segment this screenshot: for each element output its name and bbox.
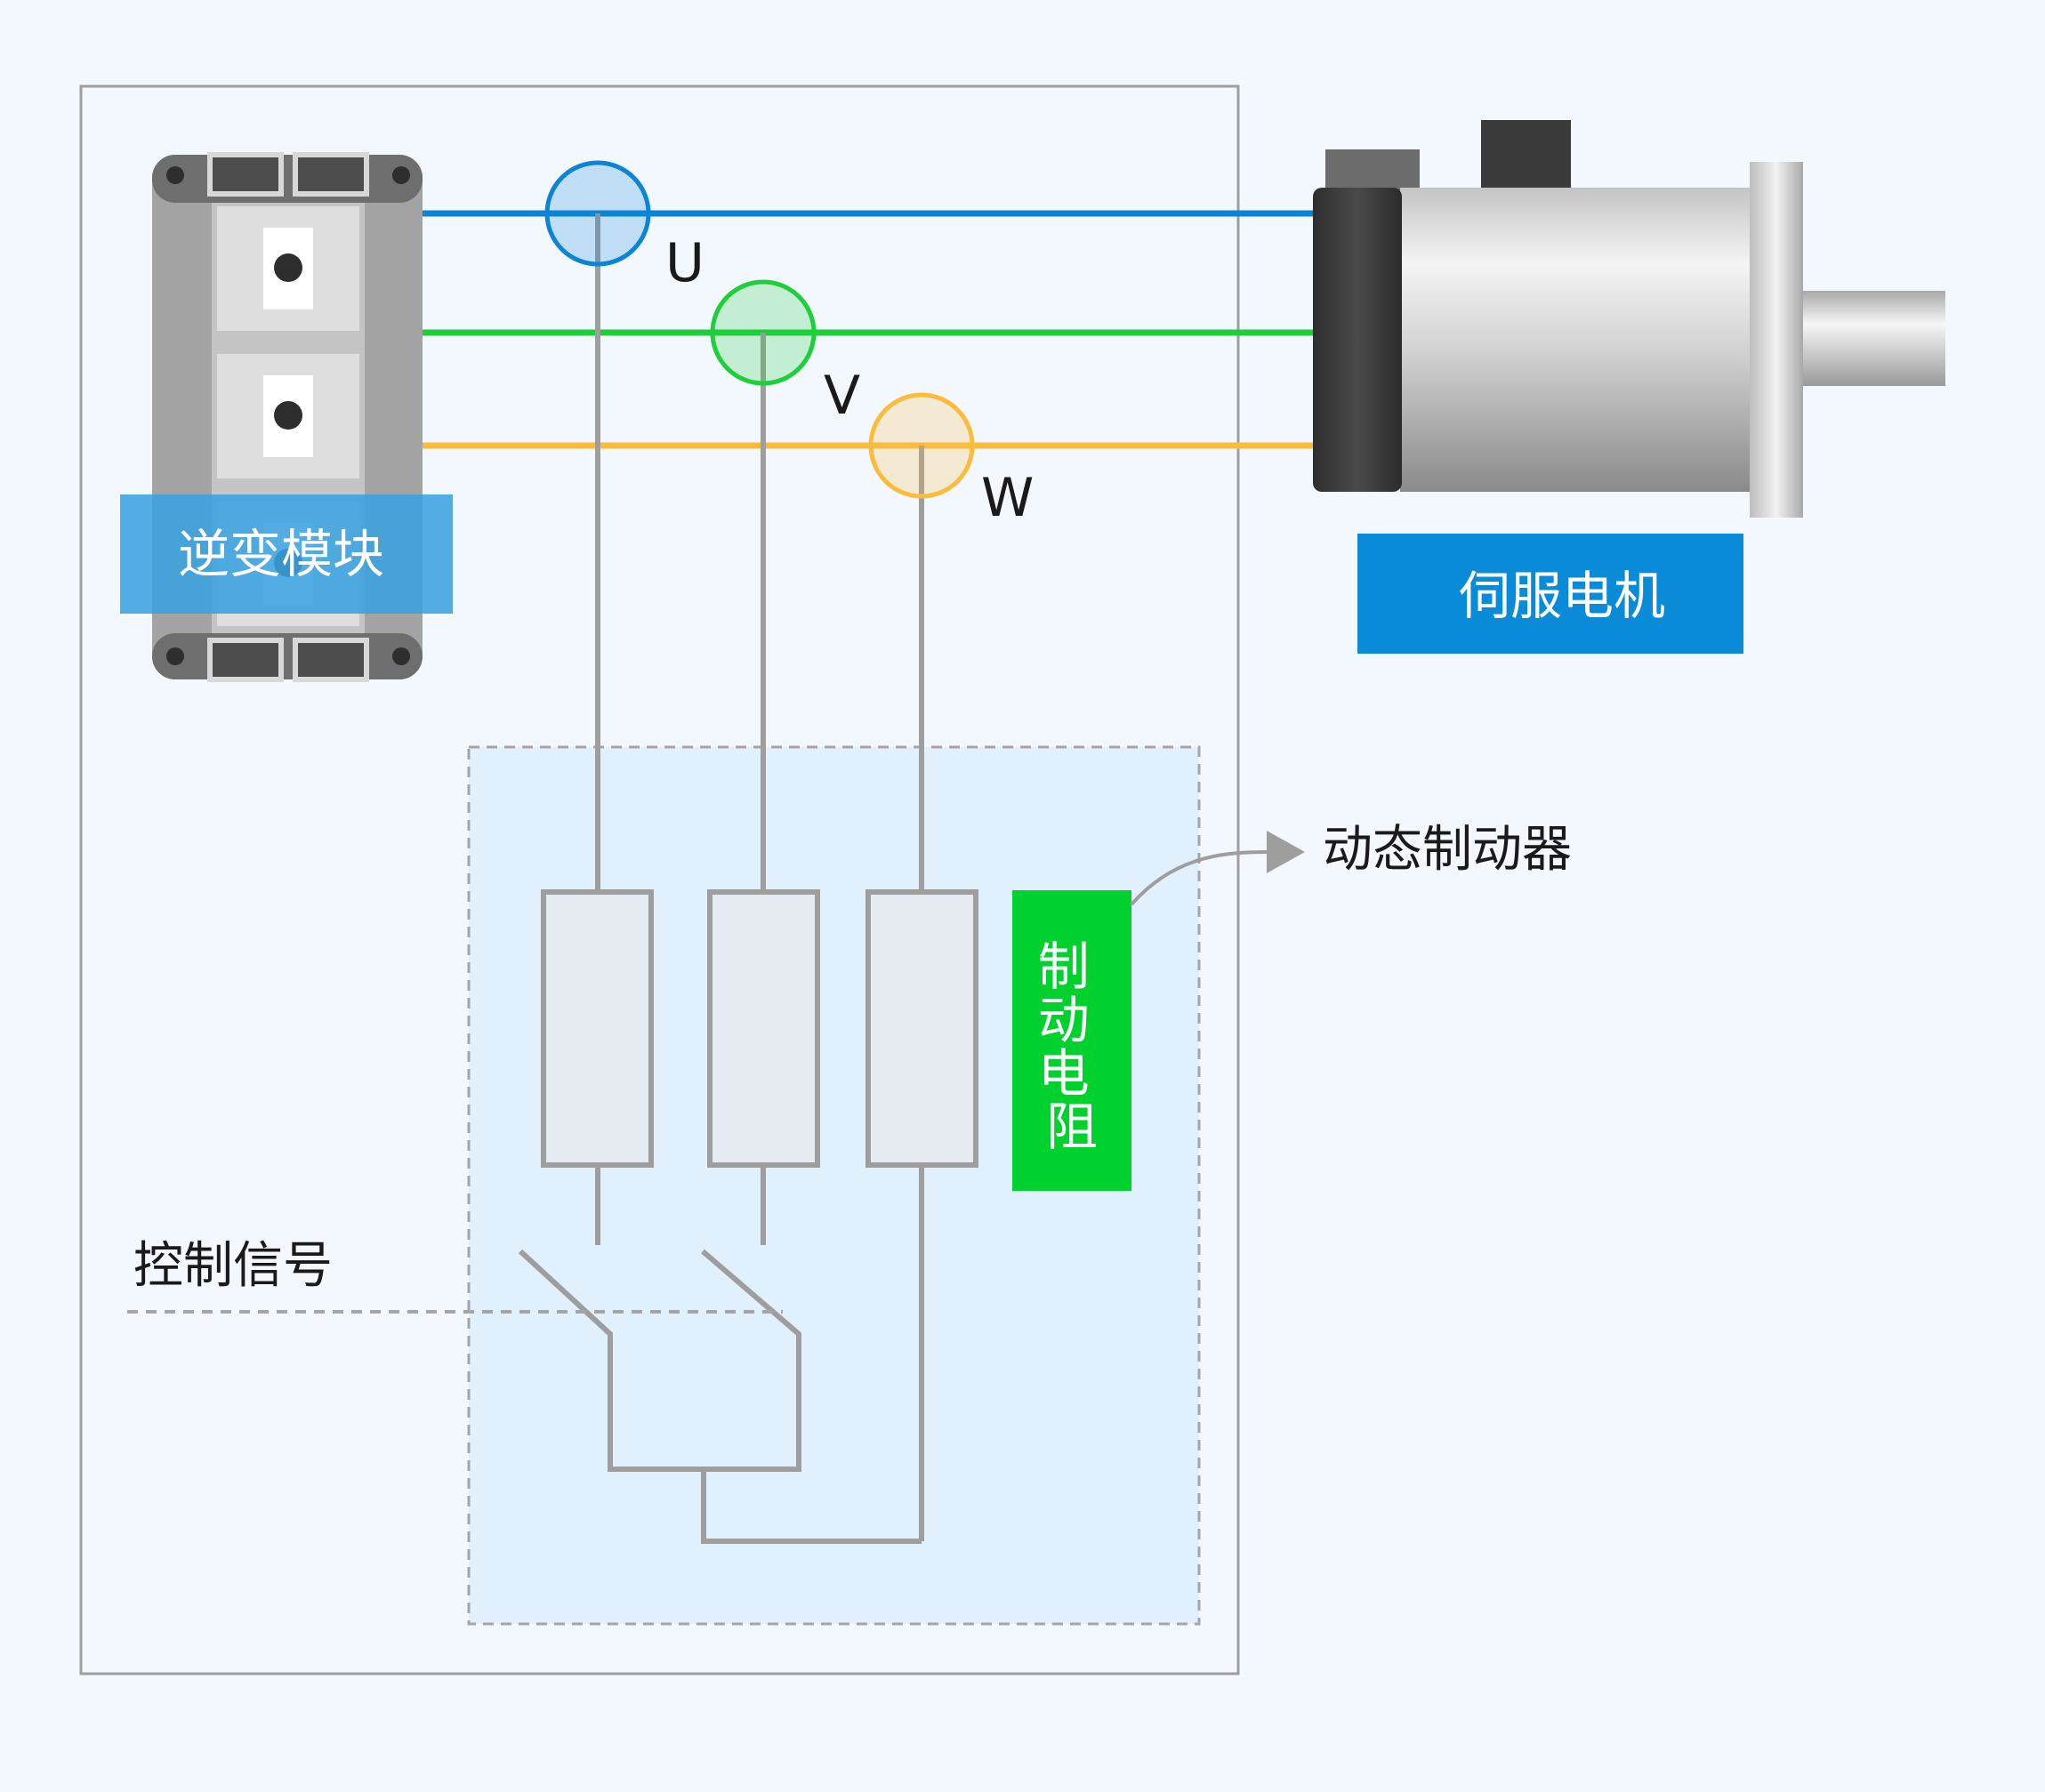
brake-resistor-label: 制 动 电 阻 — [1038, 936, 1106, 1157]
phase-label-u: U — [665, 232, 704, 294]
dynamic-brake-callout-arrow — [1130, 850, 1268, 906]
brake-resistor-w — [866, 889, 978, 1168]
phase-label-v: V — [824, 365, 860, 427]
tap-point-w — [868, 392, 975, 499]
inverter-label-box — [120, 494, 453, 614]
tap-point-v — [710, 279, 817, 386]
phase-label-w: W — [981, 467, 1034, 529]
control-signal-label: 控制信号 — [133, 1237, 333, 1295]
motor-label: 伺服电机 — [1459, 566, 1665, 626]
brake-resistor-u — [541, 889, 654, 1168]
dynamic-brake-label: 动态制动器 — [1323, 821, 1572, 879]
tap-point-u — [544, 160, 651, 267]
motor-label-box — [1357, 534, 1743, 654]
brake-resistor-v — [707, 889, 820, 1168]
drive-enclosure — [79, 84, 1240, 1675]
brake-resistor-label-box — [1012, 890, 1131, 1191]
contactor-wiring — [518, 1165, 924, 1544]
callout-arrowhead-icon — [1267, 831, 1305, 873]
inverter-label: 逆变模块 — [178, 524, 384, 584]
servo-motor — [1313, 120, 1945, 518]
